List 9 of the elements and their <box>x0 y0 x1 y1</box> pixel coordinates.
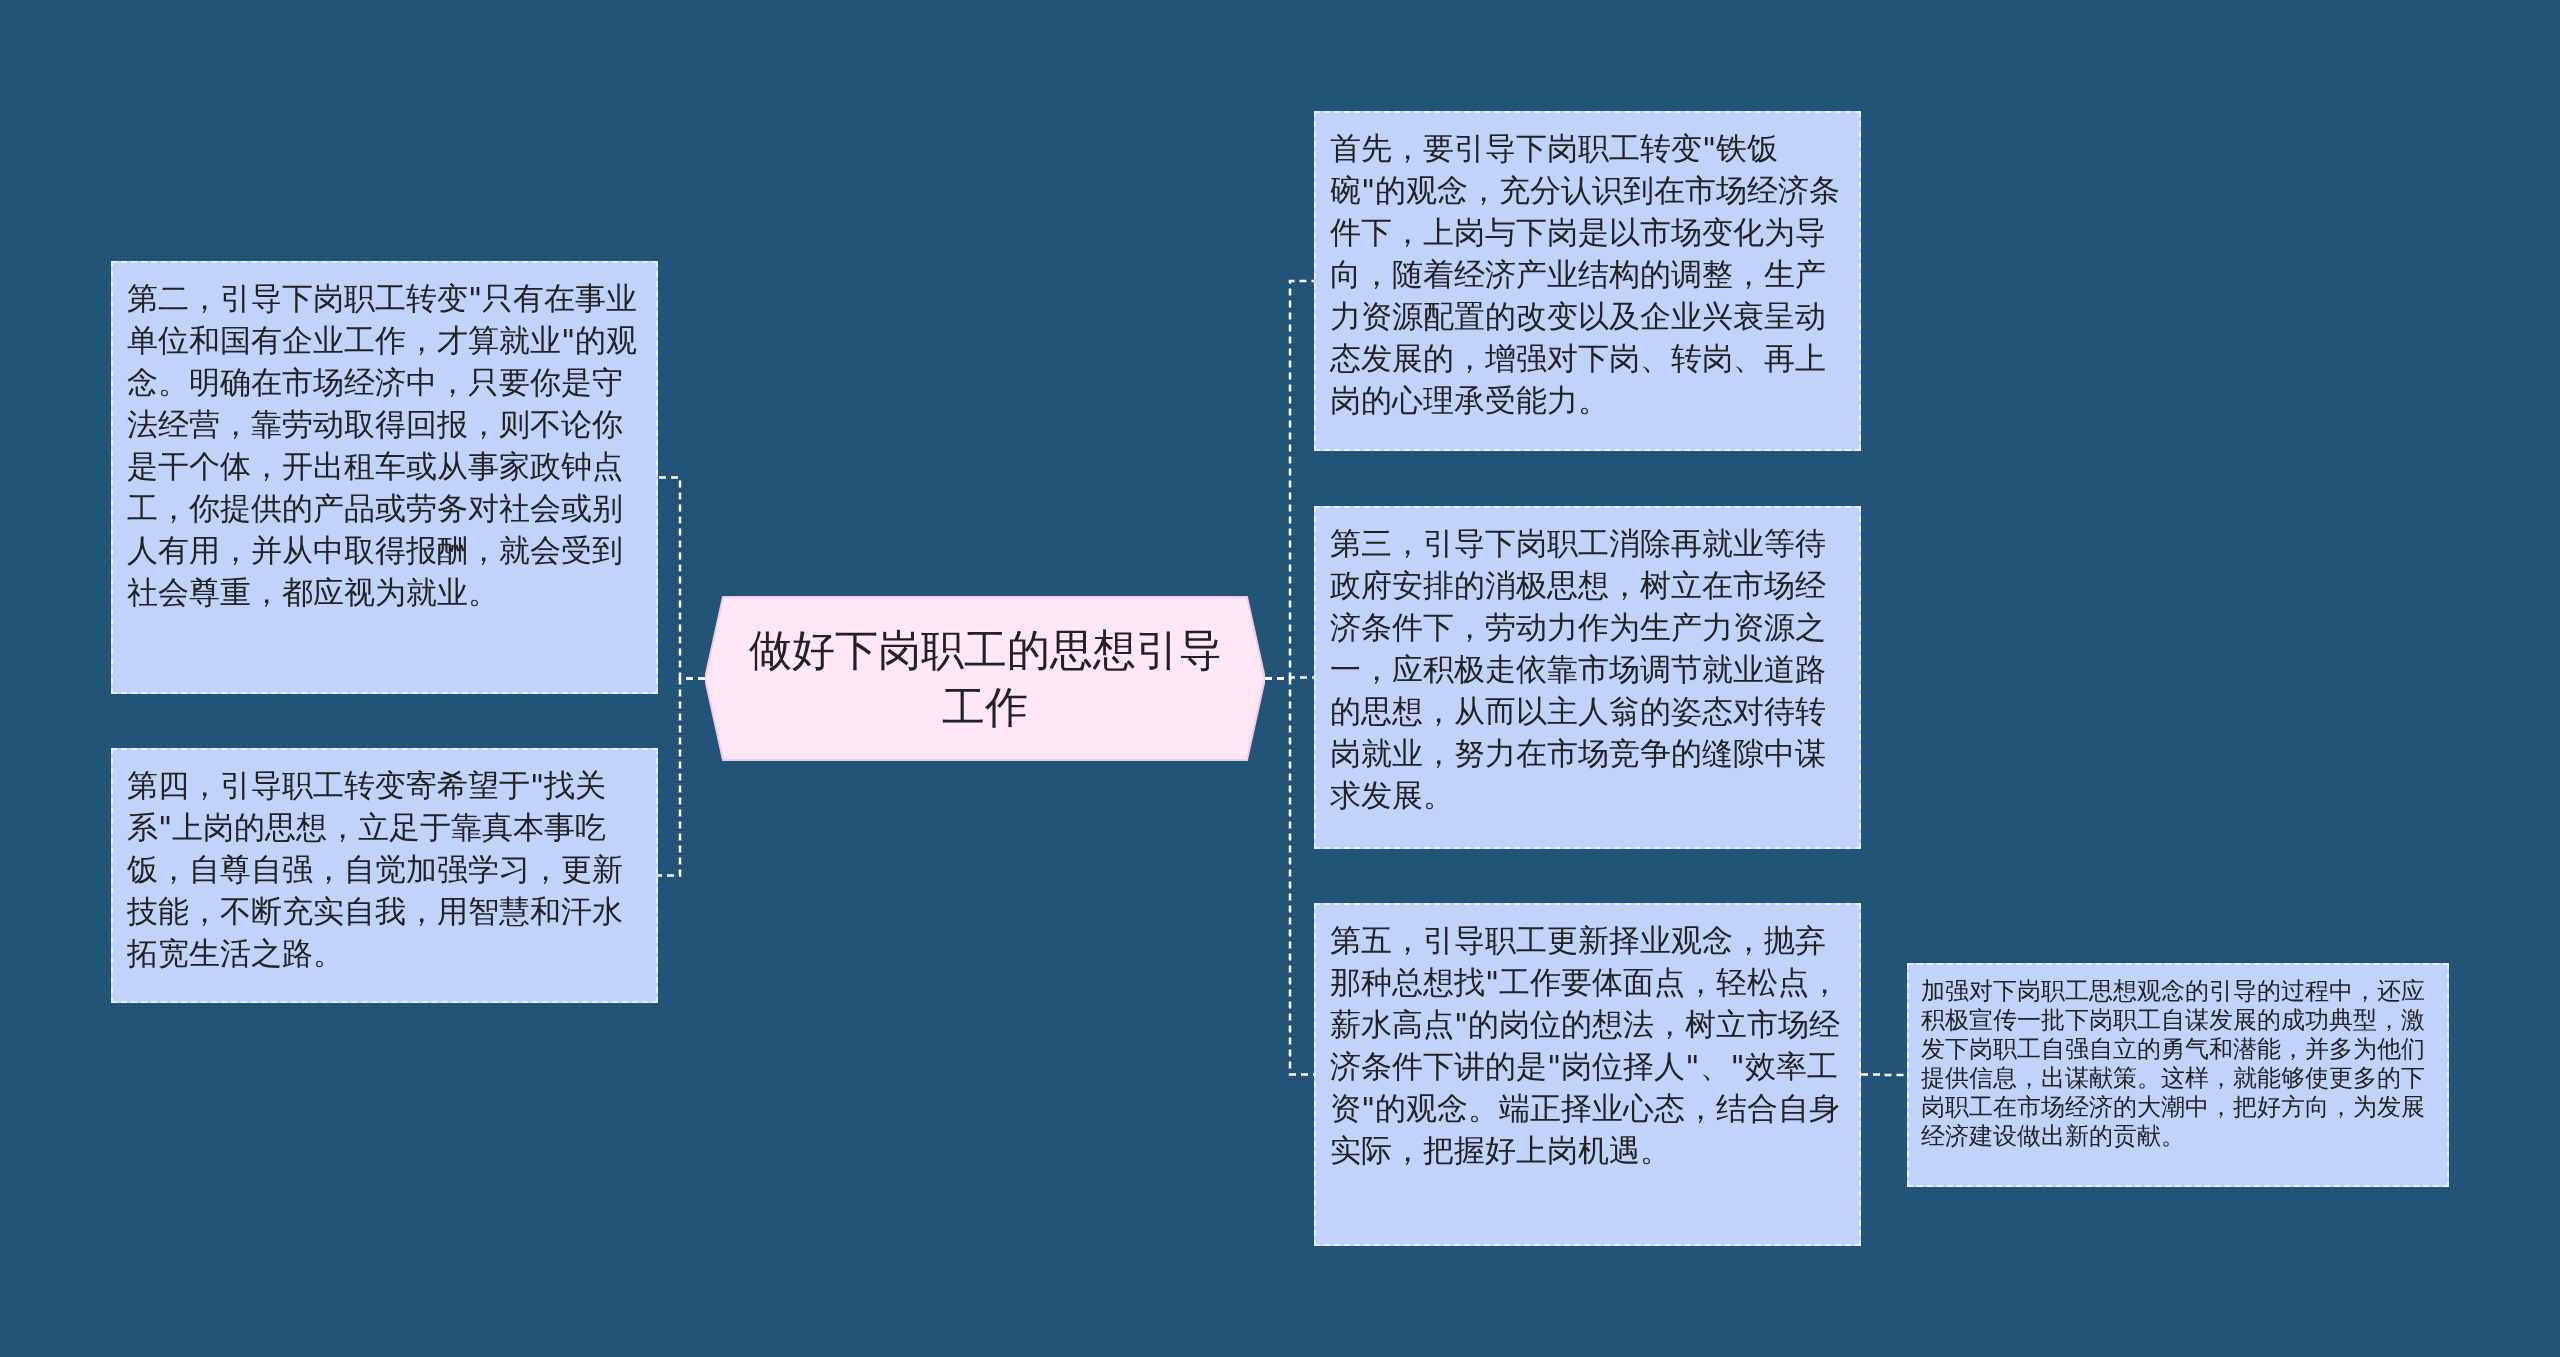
text-box: 首先，要引导下岗职工转变"铁饭碗"的观念，充分认识到在市场经济条件下，上岗与下岗是以市场变化为导向，随着经济产业结构的调整，生产力资源配置的改变以及企业兴衰呈动态发展的，增强对下岗、转岗、再上岗的心理承受能力。 <box>1314 111 1861 451</box>
text-box: 第五，引导职工更新择业观念，抛弃那种总想找"工作要体面点，轻松点，薪水高点"的岗位的想法，树立市场经济条件下讲的是"岗位择人"、"效率工资"的观念。端正择业心态，结合自身实际，把握好上岗机遇。 <box>1314 903 1861 1246</box>
connector-line <box>1861 1073 1907 1077</box>
connector-line <box>658 677 705 877</box>
central-topic: 做好下岗职工的思想引导工作 <box>705 596 1265 761</box>
text-box: 第四，引导职工转变寄希望于"找关系"上岗的思想，立足于靠真本事吃饭，自尊自强，自觉加强学习，更新技能，不断充实自我，用智慧和汗水拓宽生活之路。 <box>111 748 658 1003</box>
text-box: 第三，引导下岗职工消除再就业等待政府安排的消极思想，树立在市场经济条件下，劳动力作为生产力资源之一，应积极走依靠市场调节就业道路的思想，从而以主人翁的姿态对待转岗就业，努力在市场竞争的缝隙中谋求发展。 <box>1314 506 1861 849</box>
text-box: 加强对下岗职工思想观念的引导的过程中，还应积极宣传一批下岗职工自谋发展的成功典型，激发下岗职工自强自立的勇气和潜能，并多为他们提供信息，出谋献策。这样，就能够使更多的下岗职工在市场经济的大潮中，把好方向，为发展经济建设做出新的贡献。 <box>1907 963 2449 1187</box>
text-box: 第二，引导下岗职工转变"只有在事业单位和国有企业工作，才算就业"的观念。明确在市场经济中，只要你是守法经营，靠劳动取得回报，则不论你是干个体，开出租车或从事家政钟点工，你提供的产品或劳务对社会或别人有用，并从中取得报酬，就会受到社会尊重，都应视为就业。 <box>111 261 658 694</box>
